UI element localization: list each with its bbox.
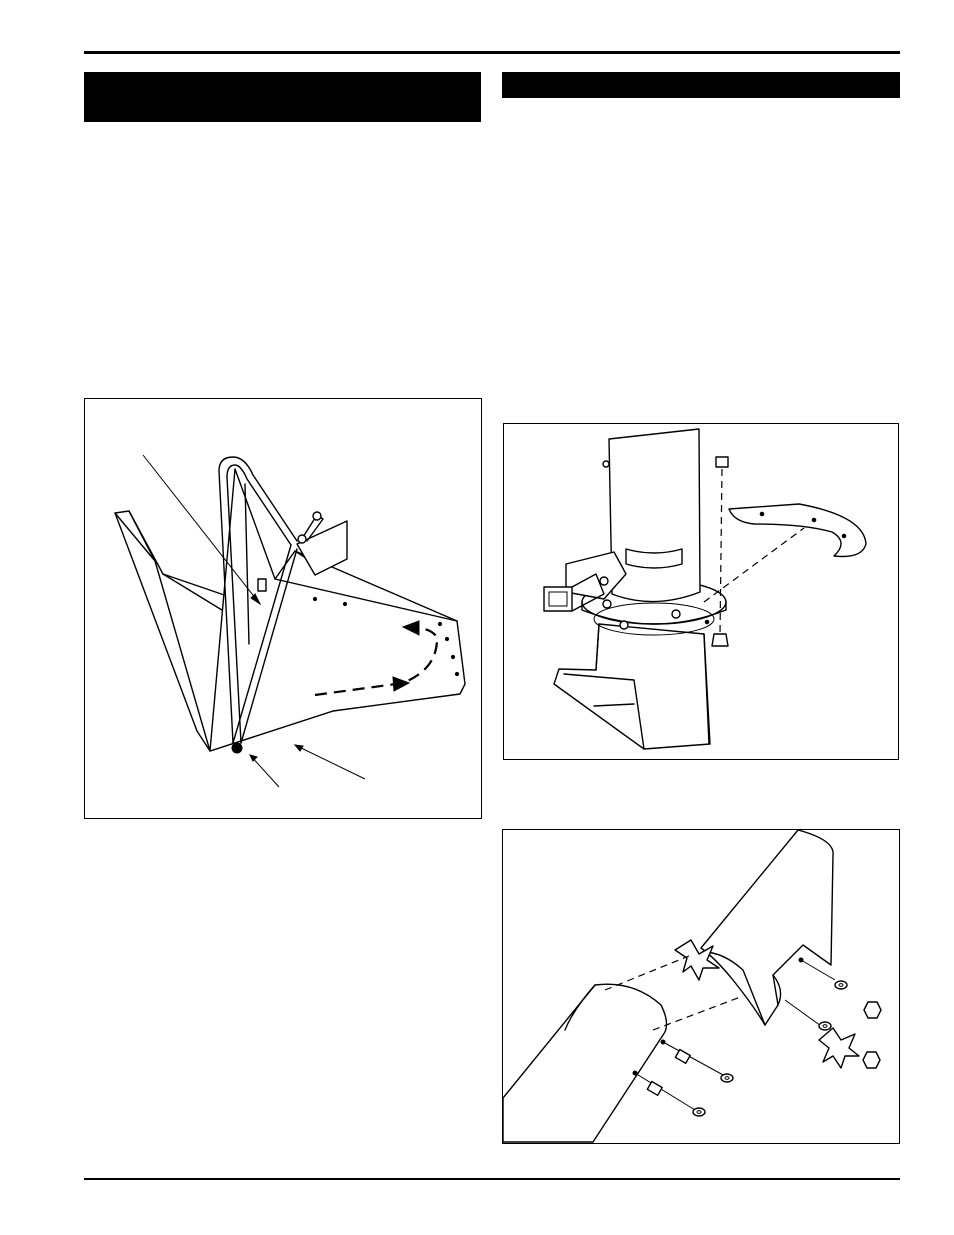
housing-base bbox=[553, 623, 711, 750]
lower-chute bbox=[503, 983, 668, 1143]
ring-bolt-icon bbox=[671, 609, 681, 619]
washer-icon bbox=[818, 1021, 832, 1031]
handle-clip bbox=[257, 578, 267, 592]
knob-icon bbox=[674, 939, 720, 981]
alignment-line-1 bbox=[604, 955, 690, 991]
bottom-rule bbox=[84, 1178, 900, 1180]
alignment-line bbox=[703, 527, 805, 603]
arrow-head-right bbox=[392, 676, 411, 692]
washer-icon bbox=[692, 1107, 706, 1117]
motion-arrow-path bbox=[314, 625, 439, 697]
ring-bolt-icon bbox=[599, 576, 609, 586]
chute-deflector-drawing bbox=[114, 454, 466, 788]
bolt-axis-4 bbox=[634, 1072, 696, 1111]
left-section-banner bbox=[84, 72, 481, 122]
upper-chute-extension bbox=[700, 830, 834, 1026]
washer-icon bbox=[834, 980, 848, 990]
square-tube-mount bbox=[543, 586, 573, 612]
nut-icon bbox=[711, 633, 729, 647]
ring-bolt-icon bbox=[619, 620, 629, 630]
bolt-axis-2 bbox=[784, 999, 822, 1027]
arrow-head-left bbox=[401, 620, 420, 636]
bolt-head-icon bbox=[646, 1080, 663, 1097]
pivot-bracket bbox=[296, 520, 348, 576]
right-section-banner bbox=[502, 72, 900, 98]
chute-flange-drawing bbox=[543, 428, 867, 750]
bolt-axis-3 bbox=[662, 1041, 726, 1077]
handle-bolt-icon bbox=[231, 742, 243, 754]
chute-extension-drawing bbox=[503, 830, 882, 1143]
nut-icon bbox=[863, 1001, 882, 1019]
pivot-nut-icon bbox=[297, 534, 307, 544]
chute-tube bbox=[608, 428, 701, 603]
tube-bolt-icon bbox=[602, 460, 610, 468]
bolt-head-icon bbox=[715, 456, 729, 468]
leader-line-1 bbox=[142, 454, 261, 605]
chute-flange-figure bbox=[503, 423, 899, 760]
bolt-axis-1 bbox=[800, 959, 836, 981]
knob-icon bbox=[818, 1027, 860, 1069]
leader-line-2 bbox=[249, 754, 280, 788]
bolt-head-icon bbox=[674, 1048, 691, 1065]
chute-deflector-figure bbox=[84, 398, 482, 819]
bolt-axis bbox=[719, 468, 723, 635]
deflector-handle bbox=[218, 456, 298, 744]
washer-icon bbox=[720, 1073, 734, 1083]
half-flange bbox=[728, 503, 867, 558]
nut-icon bbox=[862, 1051, 881, 1069]
pivot-bolt-icon bbox=[312, 511, 322, 521]
alignment-line-2 bbox=[652, 995, 744, 1031]
top-rule bbox=[84, 51, 900, 54]
chute-extension-figure bbox=[502, 829, 900, 1144]
leader-line-3 bbox=[294, 744, 366, 780]
ring-bolt-icon bbox=[602, 599, 612, 609]
